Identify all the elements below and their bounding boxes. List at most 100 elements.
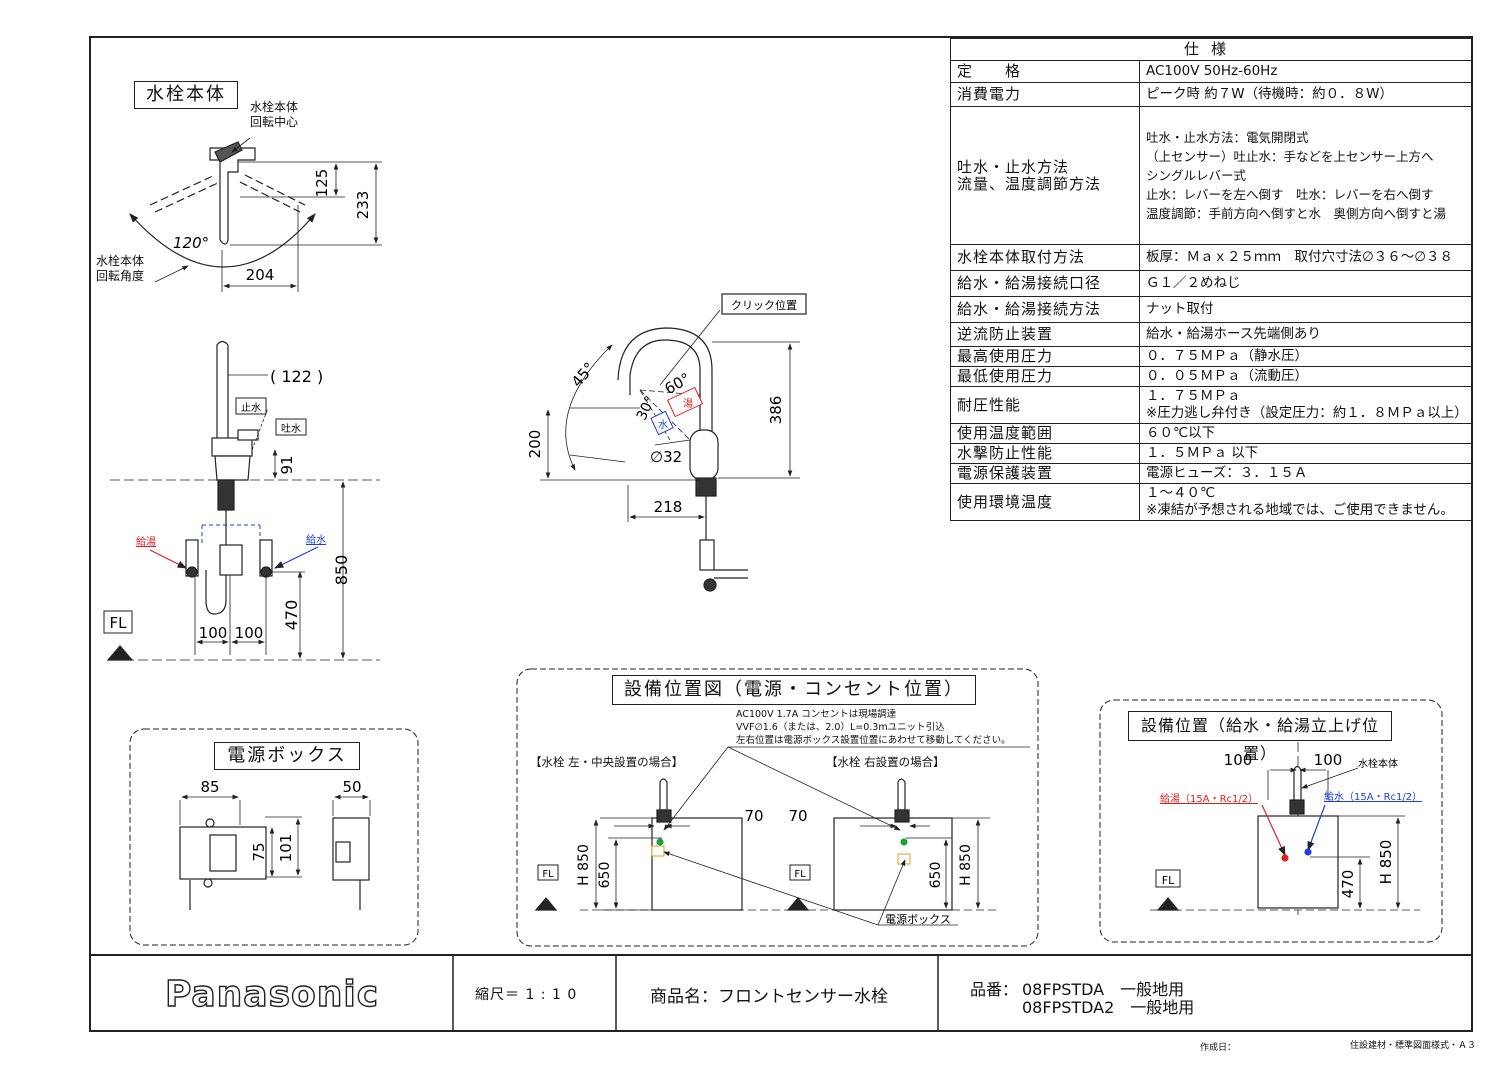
dim-200: 200 xyxy=(526,430,544,459)
cold-supply-label: 給水 xyxy=(306,533,326,546)
spec-key: 使用温度範囲 xyxy=(950,423,1140,444)
spec-value: AC100V 50Hz-60Hz xyxy=(1139,60,1472,83)
spec-row-env-temp: 使用環境温度 １～４０℃ ※凍結が予想される地域では、ご使用できません。 xyxy=(950,483,1472,521)
spec-key: 耐圧性能 xyxy=(950,386,1140,424)
spec-key: 水撃防止性能 xyxy=(950,443,1140,464)
rotation-angle-line1: 水栓本体 xyxy=(96,254,145,268)
equip-650-right: 650 xyxy=(928,862,944,889)
scale-label: 縮尺＝ 1 : 1 0 xyxy=(475,987,578,1003)
equip-fl-left: FL xyxy=(542,869,554,880)
part-number-2: 08FPSTDA2 一般地用 xyxy=(1022,998,1195,1017)
spec-key: 給水・給湯接続口径 xyxy=(950,270,1140,297)
hot-supply-label: 給湯 xyxy=(136,535,156,548)
spec-key: 水栓本体取付方法 xyxy=(950,244,1140,271)
spec-value: Ｇ１／２めねじ xyxy=(1139,270,1472,297)
discharge-box xyxy=(275,418,307,436)
dim-91: 91 xyxy=(278,455,296,474)
faucet-top-view xyxy=(129,137,382,292)
fl-label: FL xyxy=(110,614,128,632)
equip-power-box-label: 電源ボックス xyxy=(885,912,951,926)
rotation-center-line1: 水栓本体 xyxy=(250,100,299,114)
spec-key: 吐水・止水方法 流量、温度調節方法 xyxy=(950,106,1140,245)
created-date-label: 作成日： xyxy=(1200,1043,1237,1053)
spec-table: 仕様 定 格 AC100V 50Hz-60Hz 消費電力 ピーク時 約７W（待機… xyxy=(950,38,1472,521)
equip-dim-70-right: 70 xyxy=(788,807,807,825)
equip-h850-right: H 850 xyxy=(958,844,974,886)
spec-row-temp-range: 使用温度範囲 ６０℃以下 xyxy=(950,423,1472,444)
power-dim-101: 101 xyxy=(277,834,295,863)
spec-row-port: 給水・給湯接続口径 Ｇ１／２めねじ xyxy=(950,270,1472,297)
equipment-drawing xyxy=(534,746,1030,926)
spec-row-pressure-resistance: 耐圧性能 １．７５ＭＰａ ※圧力逃し弁付き（設定圧力：約１．８ＭＰａ以上） xyxy=(950,386,1472,424)
spec-value: ナット取付 xyxy=(1139,296,1472,323)
spec-key: 定 格 xyxy=(950,60,1140,83)
equip-h850-left: H 850 xyxy=(576,844,592,886)
spec-key: 使用環境温度 xyxy=(950,483,1140,521)
spec-value: 給水・給湯ホース先端側あり xyxy=(1139,322,1472,347)
power-box-drawing xyxy=(179,794,371,910)
angle-120: 120° xyxy=(173,234,209,252)
spec-value-line: １．７５ＭＰａ xyxy=(1146,388,1241,404)
stop-water-box xyxy=(235,397,267,415)
spec-key-line: 吐水・止水方法 xyxy=(957,157,1070,176)
spec-row-backflow: 逆流防止装置 給水・給湯ホース先端側あり xyxy=(950,322,1472,347)
supply-drawing xyxy=(1150,742,1420,915)
spec-value: ０．７５ＭＰａ（静水圧） xyxy=(1139,346,1472,367)
dim-125: 125 xyxy=(313,169,331,198)
dim-218: 218 xyxy=(654,498,683,516)
rotation-angle-label: 水栓本体 回転角度 xyxy=(96,254,144,284)
click-position-box xyxy=(721,293,807,315)
spec-value-line: （上センサー）吐止水：手などを上センサー上方へ xyxy=(1146,149,1434,164)
spec-key: 給水・給湯接続方法 xyxy=(950,296,1140,323)
faucet-body-title: 水栓本体 xyxy=(134,81,238,109)
supply-dim-470: 470 xyxy=(1339,870,1357,899)
supply-h850: H 850 xyxy=(1377,840,1395,885)
rotation-center-line2: 回転中心 xyxy=(250,115,299,129)
part-number-1: 08FPSTDA 一般地用 xyxy=(1022,980,1185,999)
supply-faucet-body: 水栓本体 xyxy=(1358,757,1398,770)
part-number-label: 品番： xyxy=(970,980,1019,999)
dim-122: ( 122 ) xyxy=(270,367,323,386)
dim-850: 850 xyxy=(332,555,351,586)
spec-value: 吐水・止水方法：電気開閉式 （上センサー）吐止水：手などを上センサー上方へ シン… xyxy=(1139,106,1472,245)
dim-phi32: ∅32 xyxy=(650,448,682,466)
supply-panel xyxy=(1099,699,1443,943)
stop-water-label: 止水 xyxy=(241,402,261,414)
power-dim-85: 85 xyxy=(200,778,219,796)
spec-value: １～４０℃ ※凍結が予想される地域では、ご使用できません。 xyxy=(1139,483,1472,521)
spec-row-max-pressure: 最高使用圧力 ０．７５ＭＰａ（静水圧） xyxy=(950,346,1472,367)
equipment-note-1: AC100V 1.7A コンセントは現場調達 xyxy=(736,709,897,720)
dim-233: 233 xyxy=(354,191,372,220)
spec-key-line: 流量、温度調節方法 xyxy=(957,174,1102,193)
spec-row-protection: 電源保護装置 電源ヒューズ：３．１５Ａ xyxy=(950,463,1472,484)
spec-value: １．５ＭＰａ 以下 xyxy=(1139,443,1472,464)
equip-650-left: 650 xyxy=(597,862,613,889)
dim-386: 386 xyxy=(767,396,785,425)
spec-key: 逆流防止装置 xyxy=(950,322,1140,347)
spec-key: 電源保護装置 xyxy=(950,463,1140,484)
dim-100-right: 100 xyxy=(235,624,264,642)
spec-header: 仕様 xyxy=(950,38,1472,61)
spec-value-line: ※圧力逃し弁付き（設定圧力：約１．８ＭＰａ以上） xyxy=(1146,405,1468,421)
spec-value: 電源ヒューズ：３．１５Ａ xyxy=(1139,463,1472,484)
faucet-side-view xyxy=(103,340,380,661)
equipment-note-3: 左右位置は電源ボックス設置位置にあわせて移動してください。 xyxy=(736,735,1011,746)
equip-fl-right: FL xyxy=(794,869,806,880)
rotation-angle-line2: 回転角度 xyxy=(96,269,145,283)
hot-mark: 湯 xyxy=(683,397,693,410)
spec-value-line: 止水：レバーを左へ倒す 吐水：レバーを右へ倒す xyxy=(1146,187,1434,202)
spec-value: １．７５ＭＰａ ※圧力逃し弁付き（設定圧力：約１．８ＭＰａ以上） xyxy=(1139,386,1472,424)
spec-value: 板厚：Ｍａｘ２５ｍｍ 取付穴寸法∅３６～∅３８ xyxy=(1139,244,1472,271)
discharge-label: 吐水 xyxy=(281,423,301,435)
spec-key: 最高使用圧力 xyxy=(950,346,1140,367)
spec-value-line: １～４０℃ xyxy=(1146,485,1216,501)
spec-key: 最低使用圧力 xyxy=(950,366,1140,387)
drawing-form-label: 住設建材・標準図面様式・Ａ３ xyxy=(1350,1041,1477,1051)
rotation-center-label: 水栓本体 回転中心 xyxy=(250,100,298,130)
spec-row-connection: 給水・給湯接続方法 ナット取付 xyxy=(950,296,1472,323)
supply-dim-100-left: 100 xyxy=(1224,751,1253,769)
spec-row-power: 消費電力 ピーク時 約７W（待機時：約０．８W） xyxy=(950,82,1472,107)
dim-470: 470 xyxy=(282,600,301,631)
spec-header-row: 仕様 xyxy=(950,38,1472,61)
